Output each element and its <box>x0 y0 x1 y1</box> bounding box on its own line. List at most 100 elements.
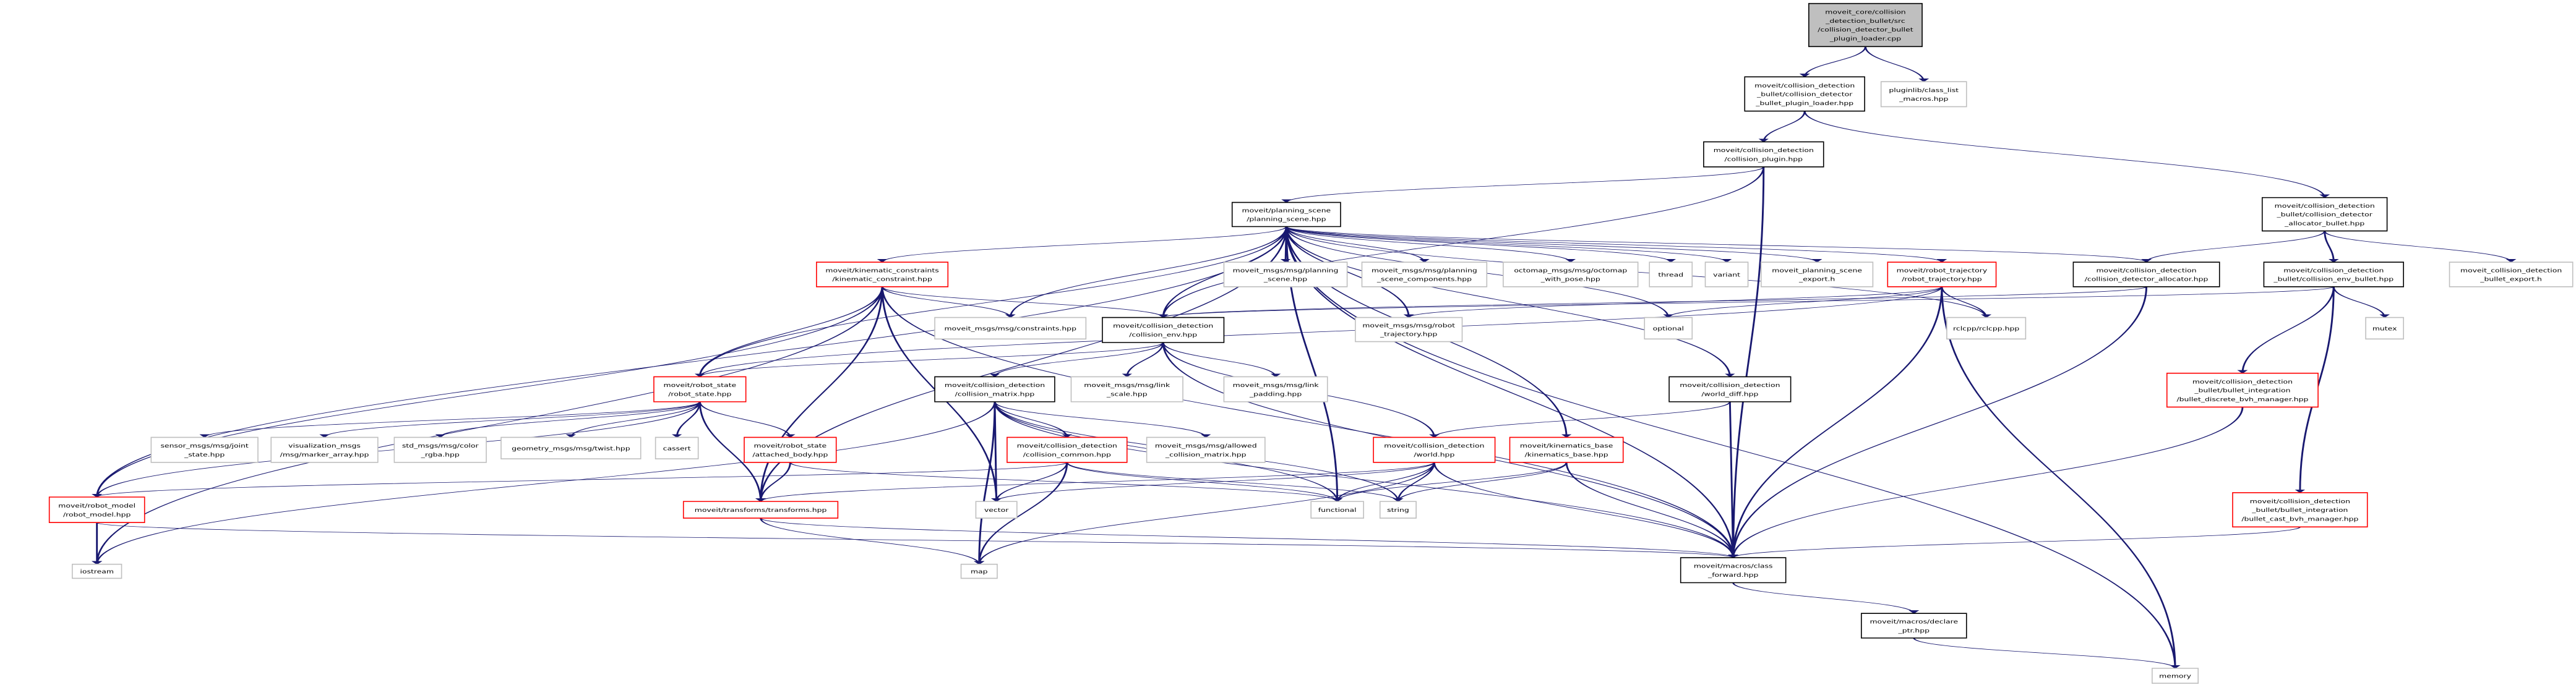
node-rclcpp[interactable]: rclcpp/rclcpp.hpp <box>1947 318 2025 339</box>
node-map[interactable]: map <box>961 564 997 579</box>
node-variant[interactable]: variant <box>1706 262 1748 287</box>
node-label-line: _bullet/bullet_integration <box>2194 387 2290 394</box>
edge-allocator_bullet-to-detector_allocator <box>2141 231 2326 263</box>
node-link_scale[interactable]: moveit_msgs/msg/link_scale.hpp <box>1071 377 1183 401</box>
node-box <box>656 437 698 459</box>
node-planning_scene[interactable]: moveit/planning_scene/planning_scene.hpp <box>1232 202 1341 226</box>
node-string[interactable]: string <box>1380 501 1416 518</box>
node-twist[interactable]: geometry_msgs/msg/twist.hpp <box>501 437 641 459</box>
node-msg_ps_components[interactable]: moveit_msgs/msg/planning_scene_component… <box>1362 262 1487 287</box>
edge-robot_state-to-marker_array <box>319 401 701 438</box>
node-kinematics_base[interactable]: moveit/kinematics_base/kinematics_base.h… <box>1510 437 1623 462</box>
node-msg_robot_trajectory[interactable]: moveit_msgs/msg/robot_trajectory.hpp <box>1355 318 1462 342</box>
node-box <box>1510 437 1623 462</box>
node-label-line: /collision_detector_allocator.hpp <box>2085 276 2209 283</box>
node-label-line: /robot_trajectory.hpp <box>1902 276 1981 283</box>
node-thread[interactable]: thread <box>1649 262 1692 287</box>
node-label-line: moveit/collision_detection <box>2250 498 2350 505</box>
node-detector_allocator[interactable]: moveit/collision_detection/collision_det… <box>2073 262 2219 287</box>
node-label-line: _collision_matrix.hpp <box>1165 451 1247 458</box>
node-link_padding[interactable]: moveit_msgs/msg/link_padding.hpp <box>1224 377 1327 401</box>
node-label-line: moveit_msgs/msg/link <box>1084 382 1170 389</box>
node-attached_body[interactable]: moveit/robot_state/attached_body.hpp <box>744 437 836 462</box>
node-box <box>1887 262 1996 287</box>
node-octomap[interactable]: octomap_msgs/msg/octomap _with_pose.hpp <box>1503 262 1638 287</box>
edge-class_forward-to-declare_ptr <box>1732 582 1920 614</box>
node-box <box>394 437 486 462</box>
node-allocator_bullet[interactable]: moveit/collision_detection_bullet/collis… <box>2262 198 2387 231</box>
node-label-line: /planning_scene.hpp <box>1247 216 1326 223</box>
edge-layer <box>92 46 2517 669</box>
node-label-line: pluginlib/class_list <box>1889 87 1959 93</box>
node-robot_trajectory[interactable]: moveit/robot_trajectory/robot_trajectory… <box>1887 262 1996 287</box>
node-collision_common[interactable]: moveit/collision_detection/collision_com… <box>1007 437 1127 462</box>
edge-collision_common-to-robot_model <box>92 462 1068 498</box>
node-functional[interactable]: functional <box>1311 501 1363 518</box>
node-box <box>2262 198 2387 231</box>
node-loader_hpp[interactable]: moveit/collision_detection_bullet/collis… <box>1745 77 1865 111</box>
node-box <box>2450 262 2573 287</box>
node-world_diff[interactable]: moveit/collision_detection/world_diff.hp… <box>1669 377 1791 401</box>
node-label-line: /collision_common.hpp <box>1023 451 1111 458</box>
node-label-line: octomap_msgs/msg/octomap <box>1514 267 1627 274</box>
edge-collision_common-to-string <box>1066 462 1404 502</box>
edge-kinematics_base-to-functional <box>1332 462 1568 502</box>
node-box <box>1947 318 2025 339</box>
node-optional[interactable]: optional <box>1644 318 1692 339</box>
node-world[interactable]: moveit/collision_detection/world.hpp <box>1373 437 1495 462</box>
node-memory[interactable]: memory <box>2152 668 2198 683</box>
node-msg_planning_scene[interactable]: moveit_msgs/msg/planning_scene.hpp <box>1224 262 1347 287</box>
node-main[interactable]: moveit_core/collision_detection_bullet/s… <box>1809 4 1922 47</box>
node-msg_constraints[interactable]: moveit_msgs/msg/constraints.hpp <box>935 318 1086 339</box>
node-mutex[interactable]: mutex <box>2366 318 2403 339</box>
node-label-line: _macros.hpp <box>1899 96 1948 103</box>
node-robot_state[interactable]: moveit/robot_state/robot_state.hpp <box>654 377 746 401</box>
node-label-line: moveit/collision_detection <box>1017 443 1117 449</box>
node-allowed_cm[interactable]: moveit_msgs/msg/allowed_collision_matrix… <box>1147 437 1265 462</box>
node-cassert[interactable]: cassert <box>656 437 698 459</box>
node-vector[interactable]: vector <box>976 501 1016 518</box>
node-label-line: /collision_plugin.hpp <box>1725 156 1803 163</box>
edge-robot_state-to-twist <box>565 401 701 438</box>
node-label-line: _with_pose.hpp <box>1540 276 1600 283</box>
node-class_forward[interactable]: moveit/macros/class_forward.hpp <box>1681 558 1786 582</box>
edge-planning_scene-to-robot_state <box>694 226 1287 377</box>
node-label-line: geometry_msgs/msg/twist.hpp <box>512 445 630 452</box>
node-label-line: _rgba.hpp <box>421 451 460 458</box>
node-joint_state[interactable]: sensor_msgs/msg/joint_state.hpp <box>151 437 258 462</box>
node-label-line: variant <box>1713 271 1741 278</box>
node-marker_array[interactable]: visualization_msgs/msg/marker_array.hpp <box>271 437 378 462</box>
node-bullet_export[interactable]: moveit_collision_detection_bullet_export… <box>2450 262 2573 287</box>
edge-kinematics_base-to-string <box>1393 462 1568 502</box>
node-collision_plugin[interactable]: moveit/collision_detection/collision_plu… <box>1704 142 1824 166</box>
node-ps_export[interactable]: moveit_planning_scene_export.h <box>1761 262 1873 287</box>
node-color_rgba[interactable]: std_msgs/msg/color_rgba.hpp <box>394 437 486 462</box>
node-label-line: _bullet_export.h <box>2479 276 2542 283</box>
node-label-line: cassert <box>663 445 692 452</box>
node-label-line: moveit/robot_trajectory <box>1897 267 1988 274</box>
node-collision_matrix[interactable]: moveit/collision_detection/collision_mat… <box>935 377 1055 401</box>
node-label-line: /robot_model.hpp <box>63 511 131 518</box>
node-discrete_bvh[interactable]: moveit/collision_detection_bullet/bullet… <box>2167 373 2318 407</box>
edge-kinematic_constraint-to-msg_constraints <box>881 286 1016 318</box>
node-label-line: /collision_matrix.hpp <box>955 391 1035 398</box>
edge-planning_scene-to-msg_ps_components <box>1285 226 1430 263</box>
node-box <box>1224 377 1327 401</box>
node-pluginlib[interactable]: pluginlib/class_list _macros.hpp <box>1881 82 1967 106</box>
node-kinematic_constraint[interactable]: moveit/kinematic_constraints/kinematic_c… <box>817 262 948 287</box>
node-cast_bvh[interactable]: moveit/collision_detection_bullet/bullet… <box>2233 493 2368 527</box>
node-iostream[interactable]: iostream <box>72 564 122 579</box>
node-box <box>1681 558 1786 582</box>
node-declare_ptr[interactable]: moveit/macros/declare_ptr.hpp <box>1861 613 1967 638</box>
node-env_bullet[interactable]: moveit/collision_detection_bullet/collis… <box>2264 262 2403 287</box>
edge-env_bullet-to-mutex <box>2332 286 2390 318</box>
node-label-line: moveit_msgs/msg/robot <box>1362 322 1456 329</box>
node-collision_env[interactable]: moveit/collision_detection/collision_env… <box>1102 318 1224 342</box>
node-robot_model[interactable]: moveit/robot_model/robot_model.hpp <box>49 497 145 522</box>
node-label-line: moveit/robot_state <box>754 443 827 449</box>
node-label-line: _forward.hpp <box>1707 571 1759 578</box>
edge-cast_bvh-to-class_forward <box>1728 527 2301 558</box>
edge-robot_trajectory-to-optional <box>1663 286 1943 318</box>
node-label-line: moveit_msgs/msg/link <box>1233 382 1320 389</box>
node-transforms[interactable]: moveit/transforms/transforms.hpp <box>684 501 838 518</box>
